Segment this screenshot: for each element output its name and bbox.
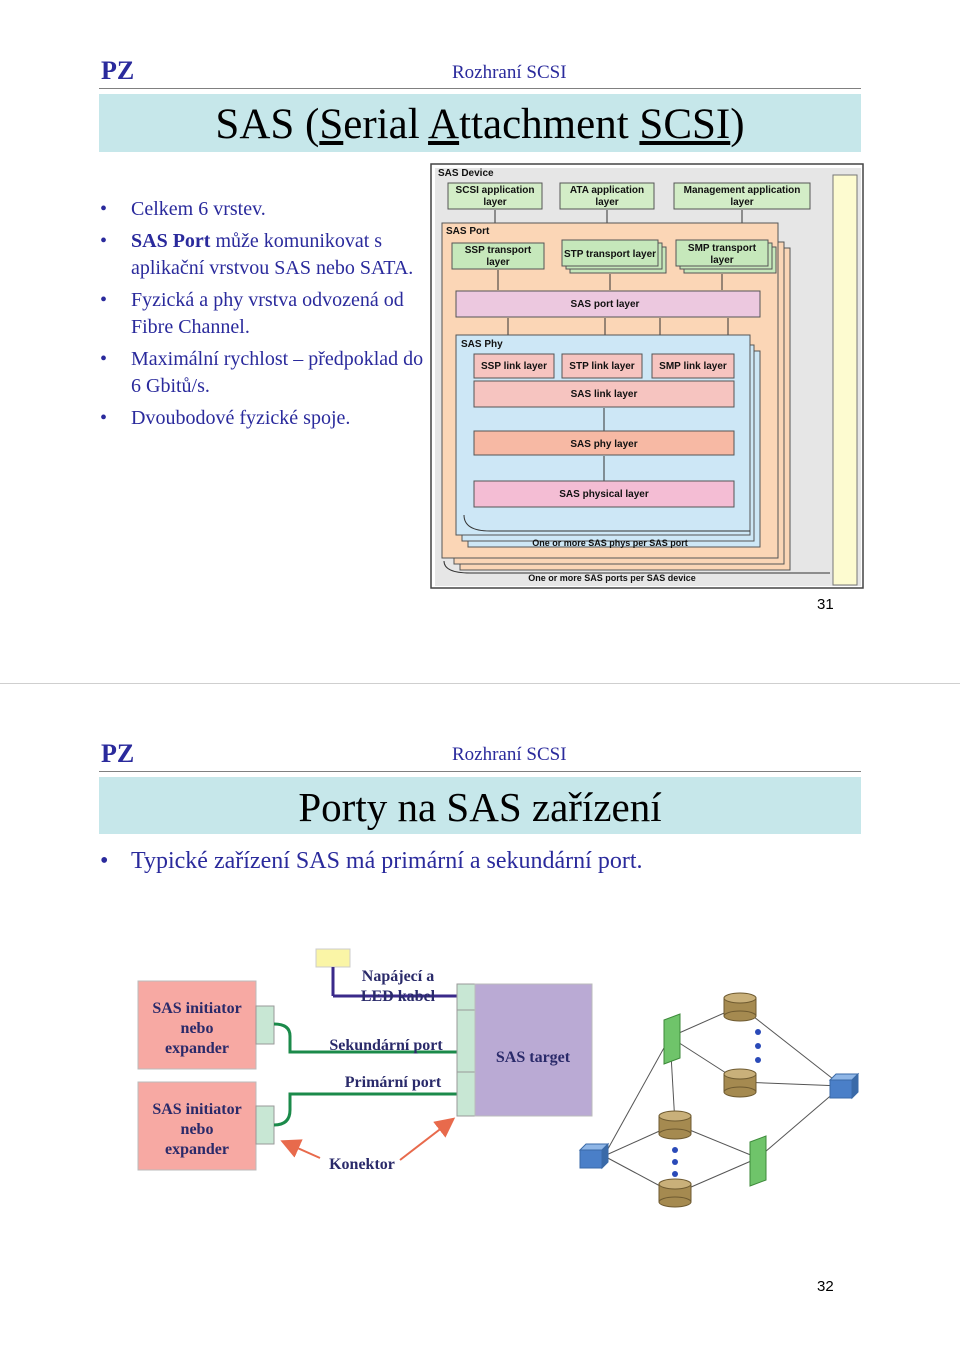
svg-text:LED kabel: LED kabel bbox=[361, 988, 436, 1005]
cube-icon bbox=[578, 1142, 610, 1170]
title-part: SAS ( bbox=[215, 101, 320, 148]
initiator-bottom bbox=[137, 1081, 257, 1171]
slide-32: PZ Rozhraní SCSI Porty na SAS zařízení •… bbox=[0, 684, 960, 1367]
title-part-underlined: A bbox=[428, 101, 460, 148]
sas-device-label: SAS Device bbox=[438, 168, 494, 179]
svg-text:expander: expander bbox=[165, 1141, 229, 1158]
svg-text:nebo: nebo bbox=[181, 1121, 214, 1138]
title-part-underlined: S bbox=[319, 101, 344, 148]
initiator-top bbox=[137, 980, 257, 1070]
disk-icon bbox=[658, 1110, 692, 1140]
title-part: ) bbox=[730, 101, 745, 148]
sas-ports-diagram: SAS initiator nebo expander SAS initiato… bbox=[137, 948, 860, 1208]
svg-text:Konektor: Konektor bbox=[329, 1156, 395, 1173]
page-number: 32 bbox=[817, 1278, 834, 1295]
svg-text:Management application: Management application bbox=[684, 185, 801, 196]
bullet-item: •Dvoubodové fyzické spoje. bbox=[100, 407, 351, 429]
disk-icon bbox=[658, 1178, 692, 1208]
svg-text:SSP link layer: SSP link layer bbox=[481, 361, 547, 372]
bullet-item: •Celkem 6 vrstev. bbox=[100, 198, 266, 220]
bullet-list: •Celkem 6 vrstev. •SAS Port může komunik… bbox=[100, 196, 430, 432]
cube-icon bbox=[828, 1072, 860, 1100]
sas-physical-layer: SAS physical layer bbox=[559, 489, 649, 500]
slide-title: SAS (Serial Attachment SCSI) bbox=[99, 94, 861, 152]
sas-phy-label: SAS Phy bbox=[461, 339, 503, 350]
title-part: erial bbox=[343, 101, 429, 148]
section-title: Rozhraní SCSI bbox=[452, 744, 567, 765]
svg-text:Sekundární port: Sekundární port bbox=[329, 1037, 443, 1054]
svg-text:SCSI application: SCSI application bbox=[456, 185, 535, 196]
svg-text:layer: layer bbox=[595, 197, 618, 208]
svg-text:One or more SAS ports per SAS: One or more SAS ports per SAS device bbox=[528, 573, 696, 583]
sas-port-layer: SAS port layer bbox=[571, 299, 640, 310]
bullet-list: •Typické zařízení SAS má primární a seku… bbox=[100, 846, 860, 876]
svg-text:expander: expander bbox=[165, 1040, 229, 1057]
svg-text:nebo: nebo bbox=[181, 1020, 214, 1037]
bullet-item: •SAS Port může komunikovat s aplikační v… bbox=[100, 230, 414, 279]
bullet-item: •Maximální rychlost – předpoklad do 6 Gb… bbox=[100, 348, 424, 397]
sas-layer-diagram: SAS Device SCSI application layer ATA ap… bbox=[430, 163, 864, 589]
svg-text:Napájecí a: Napájecí a bbox=[362, 968, 434, 985]
bullet-item: •Typické zařízení SAS má primární a seku… bbox=[100, 848, 643, 874]
section-title: Rozhraní SCSI bbox=[452, 62, 567, 83]
svg-text:SMP transport: SMP transport bbox=[688, 243, 757, 254]
title-part: ttachment bbox=[459, 101, 640, 148]
title-part-underlined: SCSI bbox=[639, 101, 731, 148]
svg-text:layer: layer bbox=[483, 197, 506, 208]
bullet-item: •Fyzická a phy vrstva odvozená od Fibre … bbox=[100, 289, 404, 338]
svg-text:layer: layer bbox=[486, 257, 509, 268]
svg-text:SMP link layer: SMP link layer bbox=[659, 361, 727, 372]
sas-phy-layer: SAS phy layer bbox=[570, 439, 637, 450]
brand-logo: PZ bbox=[101, 739, 135, 768]
sas-port-label: SAS Port bbox=[446, 226, 490, 237]
ellipsis-dots bbox=[672, 1029, 761, 1177]
svg-text:Primární port: Primární port bbox=[345, 1074, 442, 1091]
svg-text:One or more SAS phys per SAS p: One or more SAS phys per SAS port bbox=[532, 538, 688, 548]
brand-logo: PZ bbox=[101, 56, 135, 85]
slide-31: PZ Rozhraní SCSI SAS (Serial Attachment … bbox=[0, 56, 960, 684]
slide-title: Porty na SAS zařízení bbox=[99, 777, 861, 834]
network-topology bbox=[603, 1005, 843, 1195]
switch-icon bbox=[749, 1135, 767, 1187]
disk-icon bbox=[723, 992, 757, 1022]
disk-icon bbox=[723, 1068, 757, 1098]
header-rule bbox=[99, 771, 861, 772]
svg-text:SAS initiator: SAS initiator bbox=[152, 1000, 241, 1017]
svg-text:SAS target: SAS target bbox=[496, 1049, 571, 1066]
svg-text:STP transport layer: STP transport layer bbox=[564, 249, 656, 260]
svg-text:STP link layer: STP link layer bbox=[569, 361, 635, 372]
page-number: 31 bbox=[817, 596, 834, 613]
svg-text:SAS initiator: SAS initiator bbox=[152, 1101, 241, 1118]
svg-text:layer: layer bbox=[710, 255, 733, 266]
sas-link-layer: SAS link layer bbox=[571, 389, 638, 400]
svg-text:layer: layer bbox=[730, 197, 753, 208]
svg-text:ATA application: ATA application bbox=[570, 185, 644, 196]
svg-text:SSP transport: SSP transport bbox=[465, 245, 532, 256]
header-rule bbox=[99, 88, 861, 89]
sas-target bbox=[474, 983, 593, 1117]
switch-icon bbox=[663, 1013, 681, 1065]
